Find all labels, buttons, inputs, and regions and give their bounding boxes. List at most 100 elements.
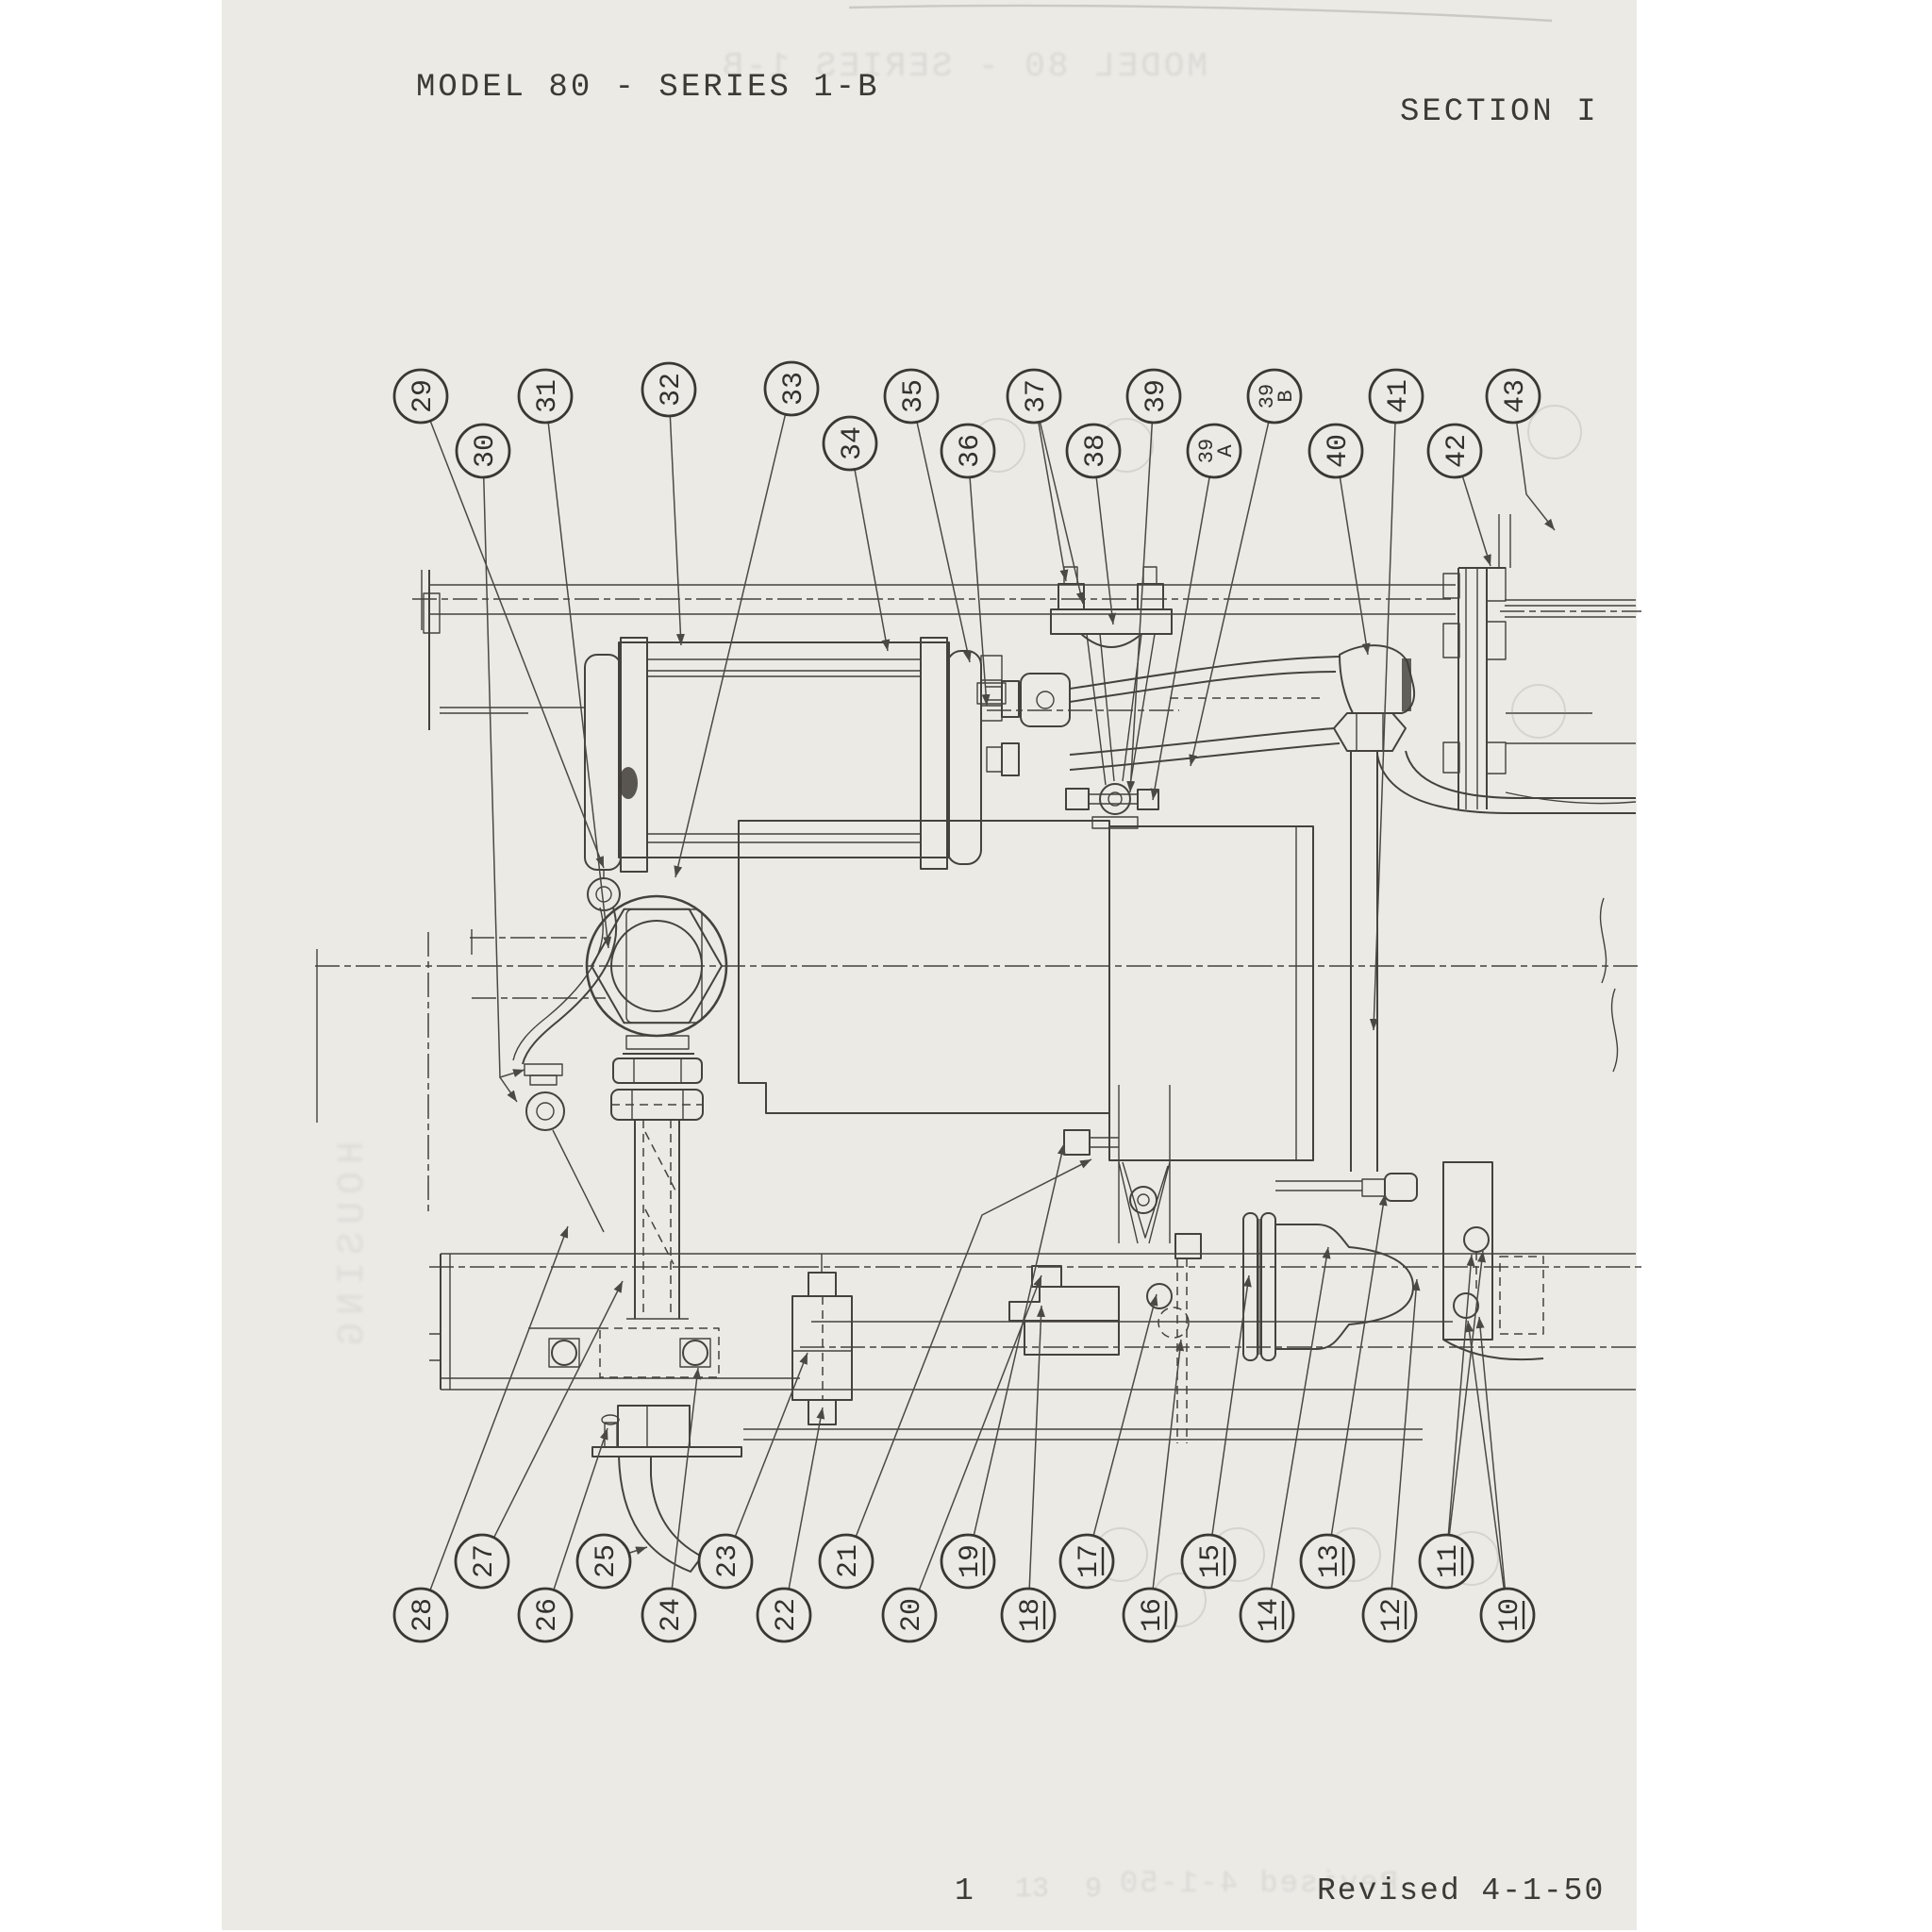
svg-text:12: 12	[1376, 1598, 1408, 1632]
leader-line-10	[1465, 1320, 1508, 1616]
part-balloon-31: 31	[517, 368, 574, 425]
part-balloon-33: 33	[763, 360, 820, 417]
part-balloon-40: 40	[1307, 423, 1364, 479]
right-mount-bracket	[791, 1254, 853, 1425]
svg-text:24: 24	[656, 1598, 688, 1632]
svg-text:37: 37	[1021, 379, 1053, 413]
svg-text:26: 26	[532, 1598, 564, 1632]
leader-line-11	[1445, 1254, 1475, 1562]
header-model-series: MODEL 80 - SERIES 1-B	[416, 70, 880, 106]
part-balloon-25: 25	[575, 1533, 632, 1590]
bleedthrough-mark-2: 9	[1085, 1874, 1103, 1906]
svg-text:34: 34	[837, 426, 869, 460]
top-frame-rail	[412, 570, 1641, 730]
leader-line-30	[499, 1076, 518, 1103]
part-balloon-32: 32	[641, 361, 697, 418]
svg-text:25: 25	[591, 1544, 623, 1578]
leader-line-23	[724, 1352, 808, 1562]
part-balloon-15: 15	[1180, 1533, 1237, 1590]
svg-text:29: 29	[408, 379, 440, 413]
part-balloon-30: 30	[455, 423, 511, 479]
leader-line-36	[967, 450, 991, 707]
part-balloon-23: 23	[697, 1533, 754, 1590]
part-balloon-38: 38	[1065, 423, 1122, 479]
footer-revision-note: Revised 4-1-50	[1317, 1874, 1606, 1908]
leader-line-18	[1027, 1305, 1045, 1616]
svg-text:31: 31	[532, 379, 564, 413]
svg-text:13: 13	[1314, 1544, 1346, 1578]
leader-line-35	[910, 395, 972, 663]
svg-text:35: 35	[898, 379, 930, 413]
part-balloon-14: 14	[1239, 1587, 1295, 1643]
leader-line-29	[420, 395, 605, 869]
leader-line-21	[845, 1158, 1092, 1562]
part-balloon-39: 39	[1125, 368, 1182, 425]
svg-text:22: 22	[771, 1598, 803, 1632]
leader-line-40	[1335, 450, 1371, 656]
svg-text:40: 40	[1323, 434, 1355, 468]
leader-line-32	[668, 389, 685, 646]
header-section: SECTION I	[1400, 94, 1599, 130]
part-balloon-39A: 39A	[1186, 423, 1242, 479]
svg-text:18: 18	[1015, 1598, 1047, 1632]
leader-line-12	[1389, 1278, 1421, 1616]
leader-line-41	[1369, 395, 1397, 1031]
left-lever-and-hose	[427, 907, 618, 1233]
part-balloon-29: 29	[392, 368, 449, 425]
leader-line-39	[1126, 395, 1155, 793]
leader-line-26	[544, 1427, 608, 1616]
leader-line-16	[1149, 1339, 1185, 1616]
svg-text:36: 36	[955, 434, 987, 468]
u-bolt-clamp	[1050, 566, 1173, 829]
leader-line-39B	[1189, 395, 1275, 767]
svg-text:21: 21	[833, 1544, 865, 1578]
svg-text:28: 28	[408, 1598, 440, 1632]
left-mount-bracket-and-scoop	[528, 1327, 742, 1573]
bleedthrough-balloons	[971, 405, 1582, 1627]
hex-fitting-assembly	[585, 894, 728, 1320]
svg-text:43: 43	[1500, 379, 1532, 413]
svg-text:14: 14	[1254, 1598, 1286, 1632]
footer-page-number: 1	[955, 1874, 975, 1908]
part-balloon-37: 37	[1006, 368, 1062, 425]
part-balloon-21: 21	[818, 1533, 874, 1590]
part-balloon-16: 16	[1122, 1587, 1178, 1643]
leader-line-15	[1208, 1274, 1252, 1562]
leader-line-37	[1033, 395, 1085, 605]
svg-text:30: 30	[470, 434, 502, 468]
right-flange-plate	[1442, 514, 1637, 809]
part-balloon-27: 27	[454, 1533, 510, 1590]
centerlines-and-breaks	[315, 897, 1641, 1123]
svg-text:38: 38	[1080, 434, 1112, 468]
leader-line-14	[1266, 1246, 1331, 1616]
svg-text:39B: 39B	[1256, 384, 1298, 408]
leader-line-13	[1326, 1193, 1388, 1562]
part-balloon-13: 13	[1299, 1533, 1356, 1590]
vacuum-tank-cylinder	[584, 637, 1007, 911]
leader-line-34	[849, 442, 891, 652]
part-balloon-17: 17	[1058, 1533, 1115, 1590]
part-balloon-36: 36	[940, 423, 996, 479]
leader-line-43	[1512, 395, 1556, 531]
leader-line-28	[420, 1225, 569, 1616]
part-balloon-22: 22	[756, 1587, 812, 1643]
part-balloon-12: 12	[1361, 1587, 1418, 1643]
svg-text:27: 27	[469, 1544, 501, 1578]
leader-line-33	[674, 388, 792, 878]
leader-line-38	[1092, 450, 1117, 625]
part-balloon-26: 26	[517, 1587, 574, 1643]
part-balloon-11: 11	[1418, 1533, 1474, 1590]
svg-text:16: 16	[1137, 1598, 1169, 1632]
svg-text:15: 15	[1195, 1544, 1227, 1578]
leader-line-31	[544, 395, 612, 949]
leader-line-10	[1475, 1316, 1508, 1616]
right-housing-box	[1108, 825, 1314, 1161]
svg-text:41: 41	[1383, 379, 1415, 413]
svg-text:39: 39	[1141, 379, 1173, 413]
bottom-frame-rail	[429, 1253, 1641, 1441]
leader-line-17	[1086, 1293, 1158, 1562]
part-balloon-34: 34	[822, 415, 878, 472]
svg-text:32: 32	[656, 373, 688, 407]
